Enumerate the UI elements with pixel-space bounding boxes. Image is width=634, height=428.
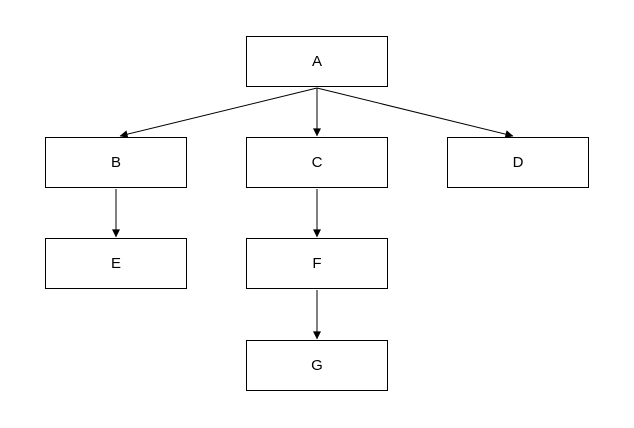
node-c-label: C	[311, 154, 323, 171]
node-c: C	[246, 137, 388, 188]
node-e: E	[45, 238, 187, 289]
node-g: G	[246, 340, 388, 391]
node-b: B	[45, 137, 187, 188]
node-a: A	[246, 36, 388, 87]
edge-a-b	[119, 87, 318, 139]
edge-a-d	[316, 87, 514, 139]
node-d: D	[447, 137, 589, 188]
node-d-label: D	[512, 154, 524, 171]
node-b-label: B	[110, 154, 121, 171]
node-f: F	[246, 238, 388, 289]
node-f-label: F	[312, 255, 322, 272]
node-g-label: G	[311, 357, 323, 374]
node-a-label: A	[311, 53, 322, 70]
node-e-label: E	[110, 255, 121, 272]
